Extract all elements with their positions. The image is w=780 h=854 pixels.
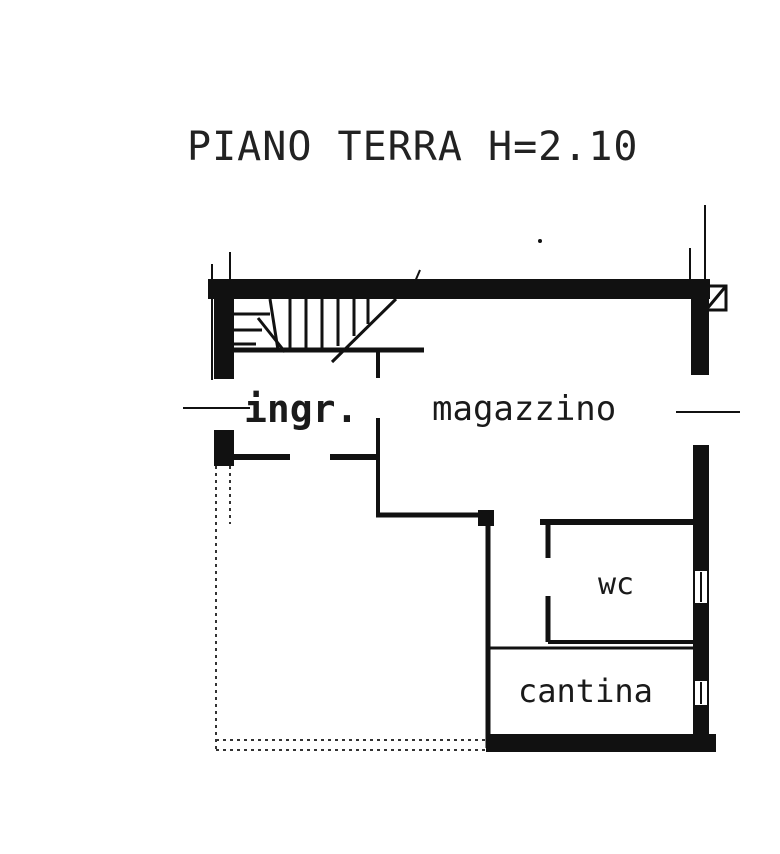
room-label-cellar: cantina [518,672,653,710]
plan-title: PIANO TERRA H=2.10 [187,124,638,170]
window-symbol [693,569,709,707]
room-label-storage: magazzino [432,389,616,429]
room-label-entrance: ingr. [244,387,358,431]
section-line [183,407,740,413]
interior-walls [234,347,696,748]
mark-dot [538,239,542,243]
external-area-outline [215,466,488,752]
room-label-bathroom: wc [598,567,634,602]
staircase [234,297,398,364]
